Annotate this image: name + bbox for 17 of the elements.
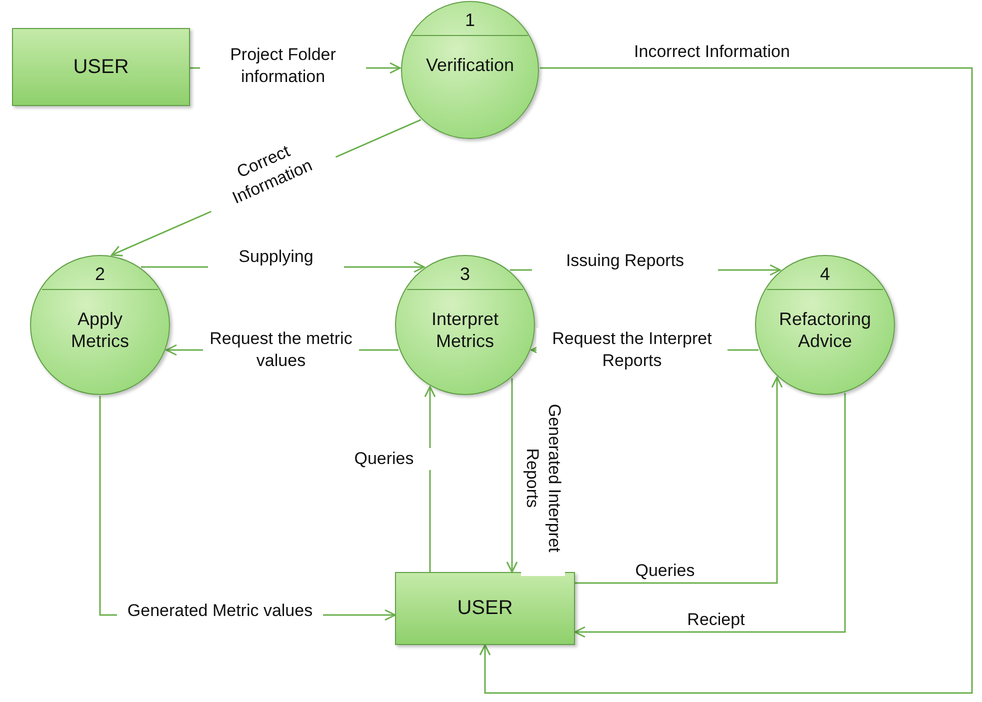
arrow	[575, 376, 783, 584]
process-number: 3	[460, 264, 470, 284]
process-name: Apply Metrics	[70, 308, 130, 352]
entity-box	[12, 28, 190, 106]
process-number: 2	[94, 264, 105, 284]
entity-name: USER	[457, 597, 513, 620]
entity-box	[395, 572, 575, 645]
arrow	[424, 386, 436, 572]
process-name: Refactoring Advice	[778, 308, 872, 352]
process-name: Interpret Metrics	[430, 308, 500, 352]
arrow	[479, 67, 973, 694]
process-name: Verification	[426, 54, 514, 76]
process-number: 4	[820, 264, 830, 284]
process-number: 1	[464, 10, 475, 30]
arrow	[574, 393, 846, 638]
entity-name: USER	[73, 56, 129, 78]
arrow	[506, 378, 518, 573]
